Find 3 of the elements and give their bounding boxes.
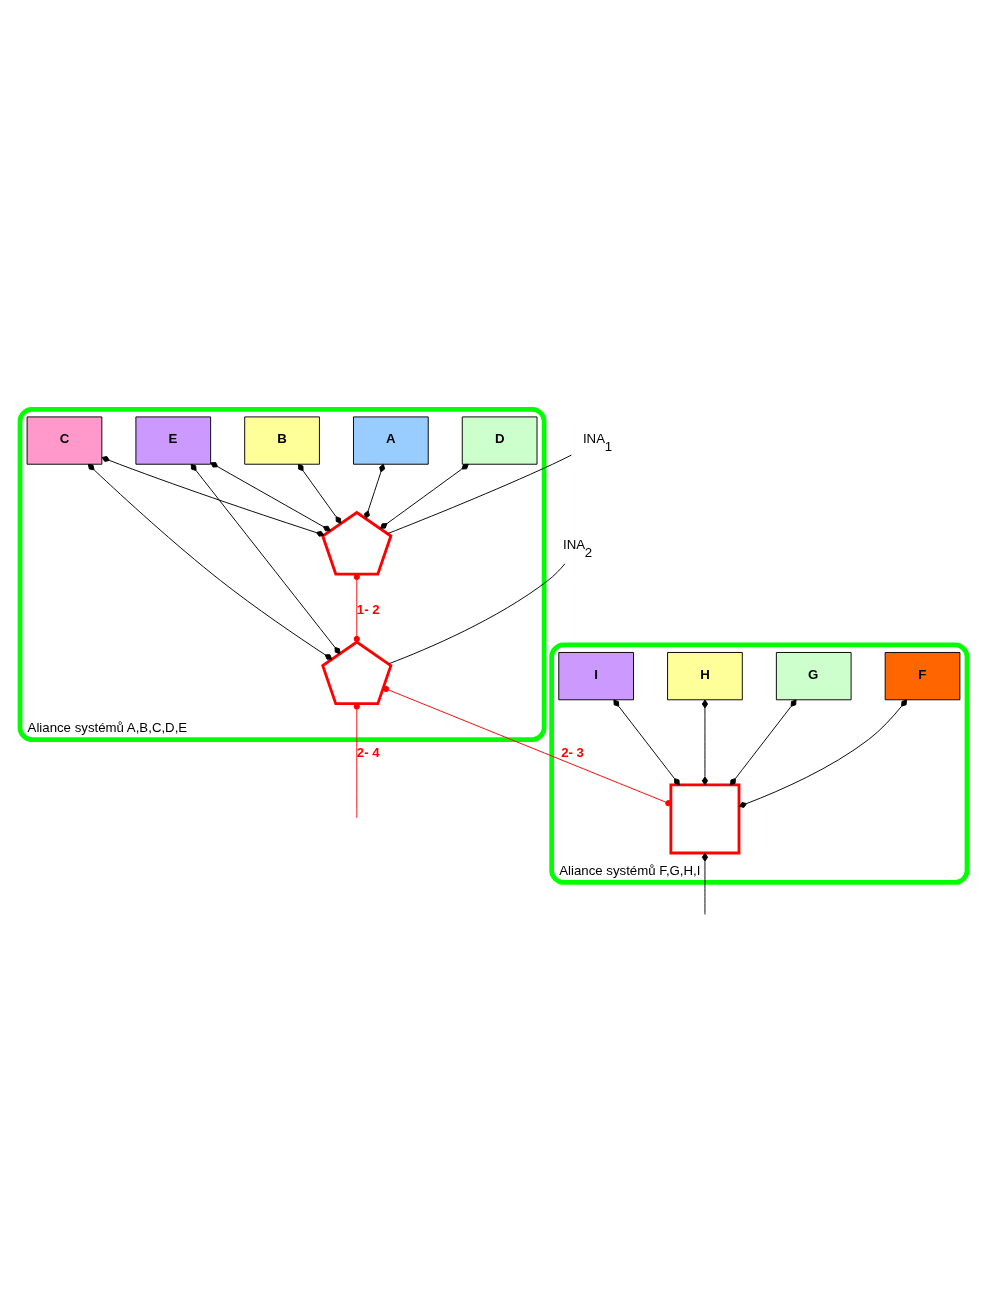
edge-label: 2- 3 bbox=[561, 744, 584, 760]
edge-label: 2- 4 bbox=[356, 744, 380, 760]
edge-label: 1- 2 bbox=[356, 601, 380, 617]
